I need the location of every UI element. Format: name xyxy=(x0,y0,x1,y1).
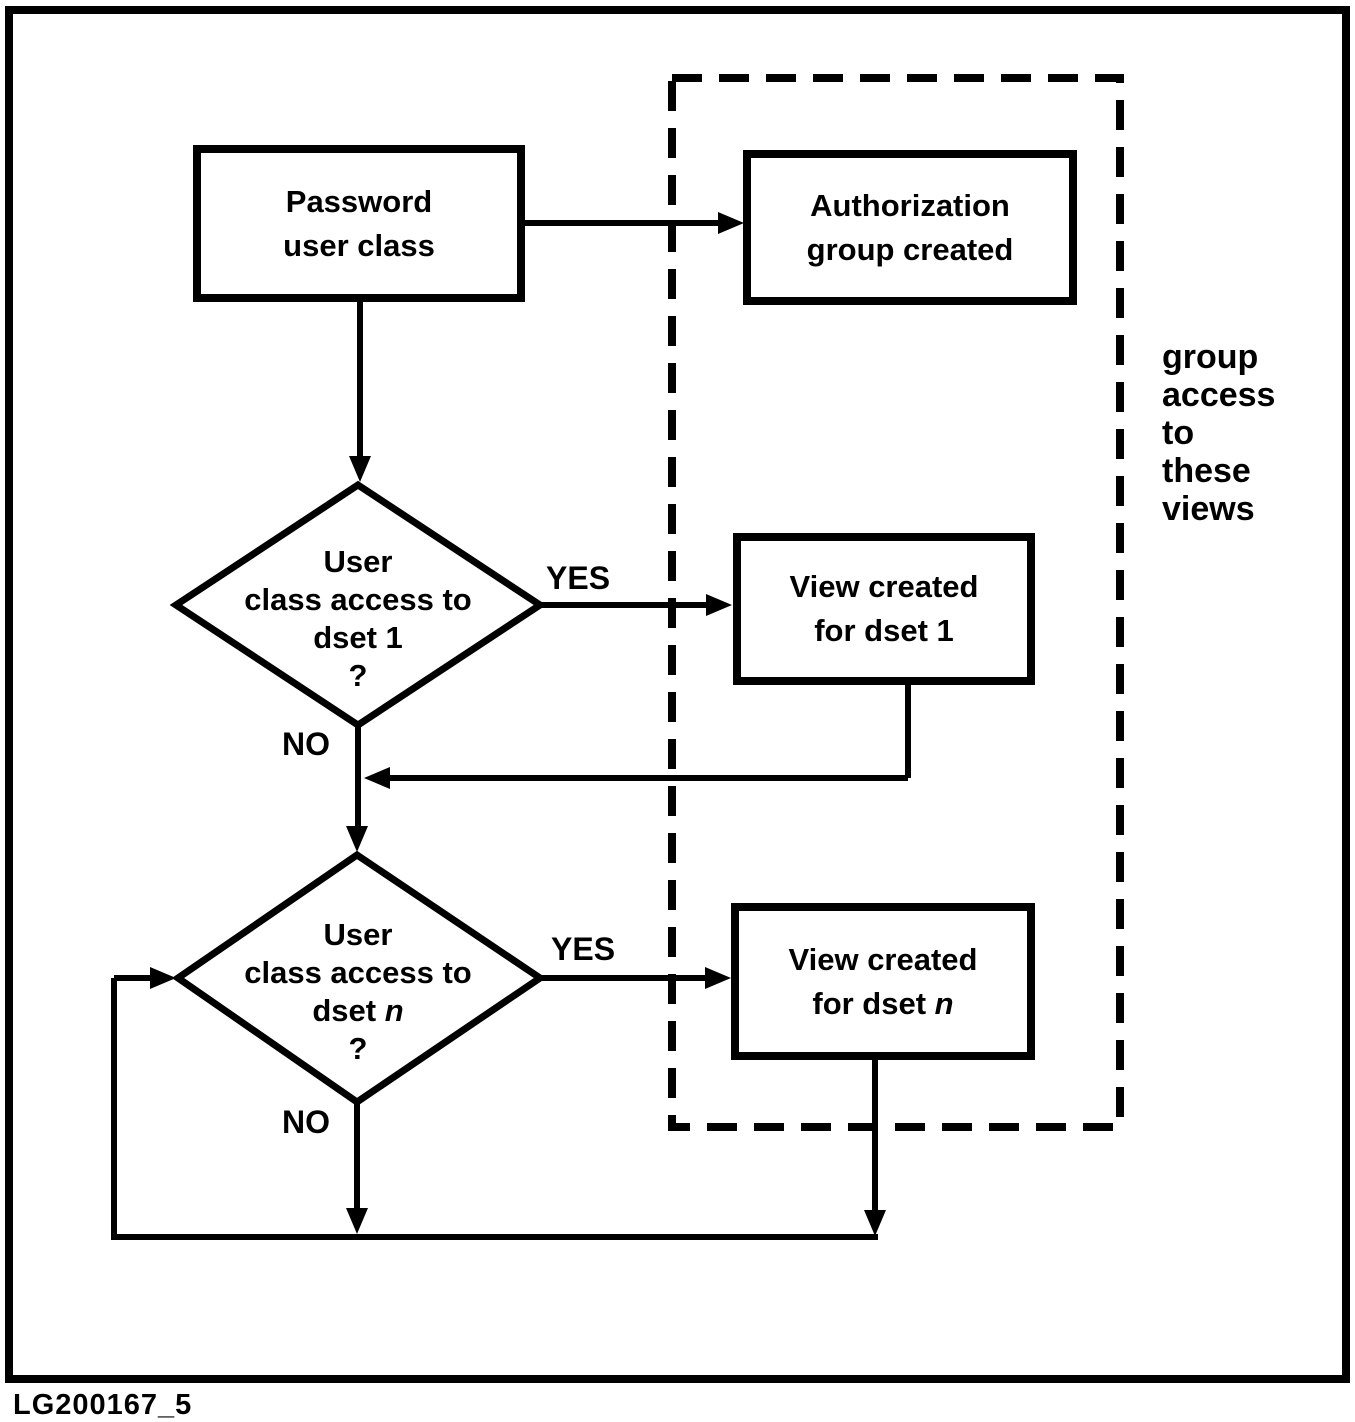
arrowhead-down-decision1 xyxy=(349,456,371,482)
figure-caption: LG200167_5 xyxy=(13,1389,193,1421)
viewn-box-line1: View created xyxy=(788,941,978,977)
arrowhead-left-merge xyxy=(364,767,390,789)
decision-dset1-diamond-shape xyxy=(169,480,547,730)
viewn-box-line2: for dset n xyxy=(812,985,954,1021)
password-box-line1: Password xyxy=(285,183,433,219)
arrowhead-right-auth-group xyxy=(718,212,744,234)
view1-box-line1: View created xyxy=(789,569,979,604)
view1-box-line2: for dset 1 xyxy=(814,613,954,648)
view-created-dsetn-box: View created for dset n xyxy=(731,903,1035,1060)
no-label-2: NO xyxy=(282,1104,330,1140)
figure-border xyxy=(5,6,1350,1383)
decision-dsetn-text: User class access to dset n ? xyxy=(244,917,472,1066)
auth-box-line2: group created xyxy=(806,231,1014,267)
no-label-1: NO xyxy=(282,726,330,762)
password-user-class-box: Password user class xyxy=(193,145,525,302)
view-created-dset1-box: View created for dset 1 xyxy=(733,533,1035,685)
authorization-group-box: Authorization group created xyxy=(743,150,1077,305)
auth-box-line1: Authorization xyxy=(810,187,1010,223)
arrowheads xyxy=(150,212,886,1236)
arrowhead-right-view1 xyxy=(706,594,732,616)
flow-edges xyxy=(111,220,911,1240)
arrowhead-right-view-n xyxy=(705,967,731,989)
decision-dsetn-diamond-shape xyxy=(171,850,547,1107)
group-access-note: group access to these views xyxy=(1162,338,1276,528)
decision-dset1-text: User class access to dset 1 ? xyxy=(244,544,472,693)
yes-label-1: YES xyxy=(546,560,611,596)
arrowhead-right-feedback xyxy=(150,967,176,989)
arrowhead-down-view-n-drop xyxy=(864,1210,886,1236)
arrowhead-down-no-exit xyxy=(346,1208,368,1234)
decision-shapes xyxy=(169,480,547,1107)
arrowhead-down-decision-n xyxy=(346,826,368,852)
password-box-line2: user class xyxy=(283,227,435,263)
yes-label-2: YES xyxy=(551,931,616,967)
